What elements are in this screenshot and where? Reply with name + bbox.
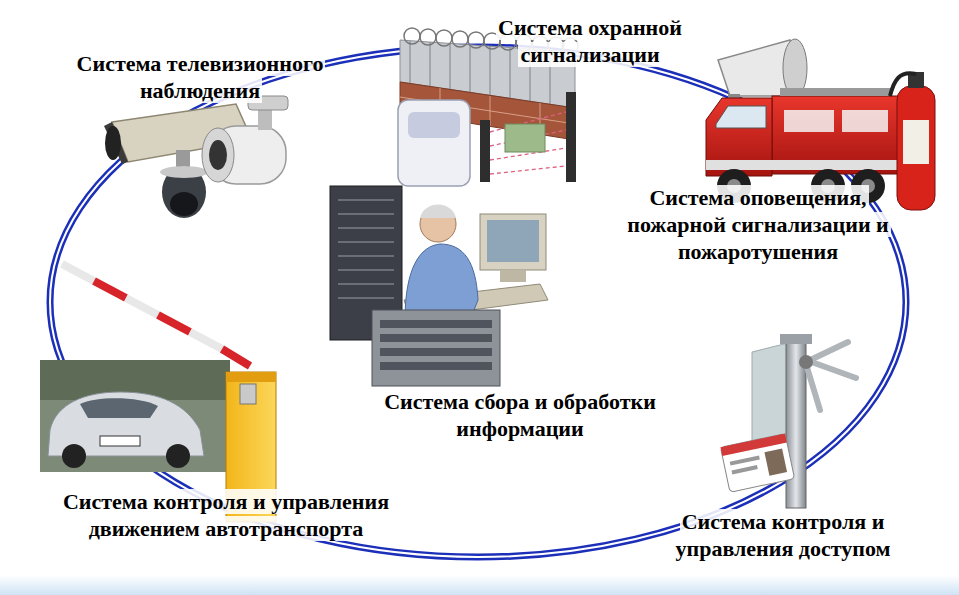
system-label-box: Система контроля и управления движением …	[26, 488, 426, 542]
system-label-box: Система контроля и управления доступом	[648, 508, 918, 562]
system-label-box: Система охранной сигнализации	[475, 14, 705, 68]
system-label: Система телевизионного наблюдения	[75, 51, 326, 103]
system-label: Система контроля и управления доступом	[673, 509, 892, 561]
system-label: Система контроля и управления движением …	[61, 489, 391, 541]
system-label: Система охранной сигнализации	[496, 15, 684, 67]
system-label-box: Система сбора и обработки информации	[375, 388, 665, 442]
system-label: Система сбора и обработки информации	[382, 389, 658, 441]
system-label: Система оповещения, пожарной сигнализаци…	[625, 185, 891, 264]
system-label-box: Система оповещения, пожарной сигнализаци…	[616, 184, 901, 265]
system-label-box: Система телевизионного наблюдения	[45, 50, 355, 104]
